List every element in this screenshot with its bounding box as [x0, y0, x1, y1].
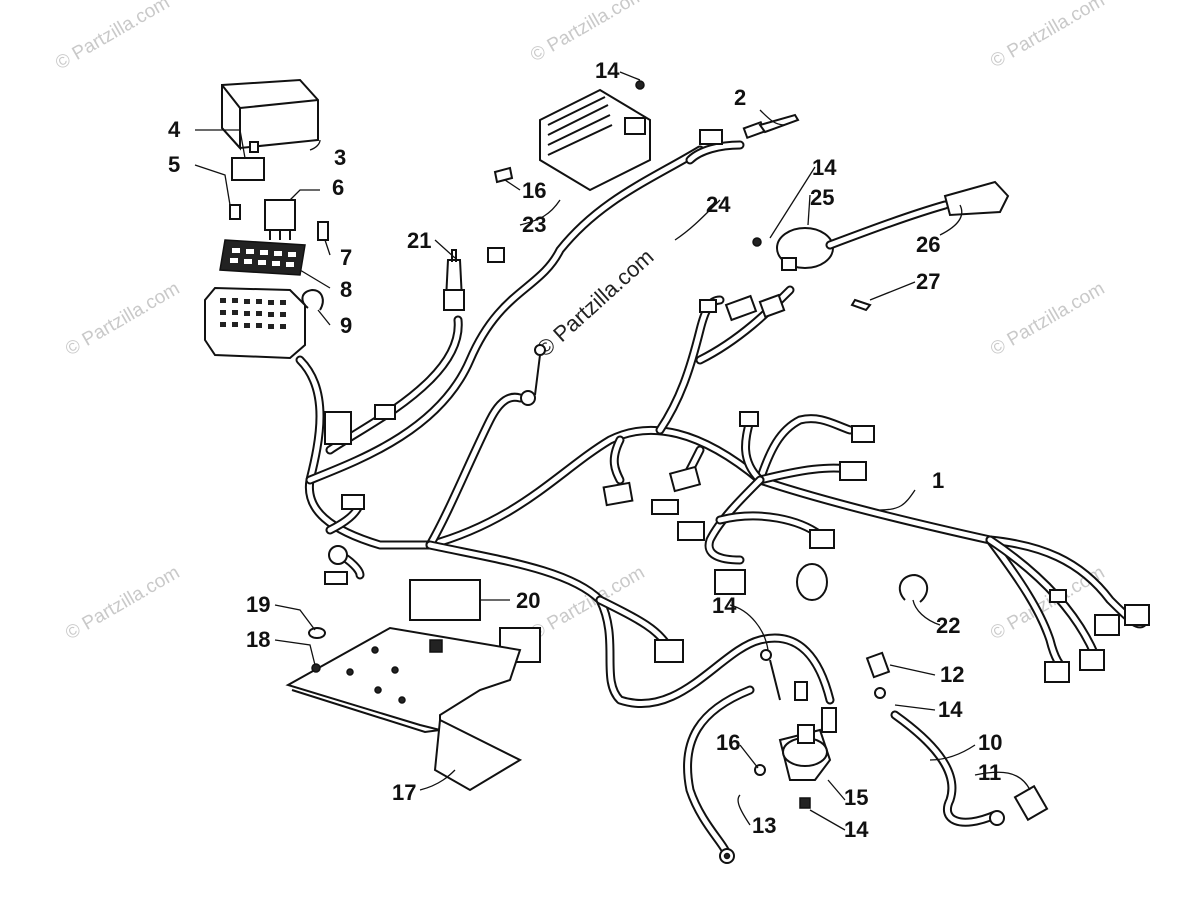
- callout-11[interactable]: 11: [978, 760, 1001, 785]
- callout-17[interactable]: 17: [392, 780, 416, 805]
- nut: [635, 80, 645, 90]
- callout-23[interactable]: 23: [522, 212, 546, 237]
- relay: [264, 199, 296, 231]
- callout-7[interactable]: 7: [340, 245, 352, 270]
- relay: [231, 157, 265, 181]
- callout-22[interactable]: 22: [936, 613, 960, 638]
- callout-12[interactable]: 12: [940, 662, 964, 687]
- callout-8[interactable]: 8: [340, 277, 352, 302]
- clamp: [898, 573, 929, 603]
- watermark: © Partzilla.com: [527, 0, 648, 66]
- ring-terminal: [989, 810, 1005, 826]
- watermark: © Partzilla.com: [987, 278, 1108, 360]
- callout-14[interactable]: 14: [844, 817, 869, 842]
- bolt: [311, 663, 321, 673]
- terminal-boot: [865, 651, 891, 679]
- callout-9[interactable]: 9: [340, 313, 352, 338]
- mounting-plate: [285, 579, 523, 792]
- callout-10[interactable]: 10: [978, 730, 1002, 755]
- fuse: [317, 221, 329, 241]
- fuse-box-cover: [221, 78, 319, 150]
- ground-terminal: [520, 344, 546, 406]
- callout-labels: 1 2 3 4 5 6 7 8 9 10 11 12 13 14 14 14 1…: [168, 58, 1002, 842]
- fuse-box-assembly: [204, 78, 329, 360]
- fuse: [229, 204, 241, 220]
- label-sheet: [433, 718, 523, 792]
- callout-25[interactable]: 25: [810, 185, 834, 210]
- handlebar-grip: [943, 180, 1010, 217]
- terminal-boot: [1013, 784, 1049, 822]
- callout-21[interactable]: 21: [407, 228, 431, 253]
- control-module: [409, 579, 481, 621]
- callout-14[interactable]: 14: [595, 58, 620, 83]
- connectors: [324, 247, 1150, 822]
- callout-18[interactable]: 18: [246, 627, 270, 652]
- callout-24[interactable]: 24: [706, 192, 731, 217]
- callout-14[interactable]: 14: [938, 697, 963, 722]
- callout-6[interactable]: 6: [332, 175, 344, 200]
- callout-27[interactable]: 27: [916, 269, 940, 294]
- leader-lines: [194, 71, 1031, 831]
- callout-14[interactable]: 14: [712, 593, 737, 618]
- fuse-block: [204, 286, 306, 360]
- grommet: [308, 627, 326, 639]
- callout-26[interactable]: 26: [916, 232, 940, 257]
- voltage-regulator: [493, 80, 800, 192]
- watermark: © Partzilla.com: [62, 278, 183, 360]
- callout-19[interactable]: 19: [246, 592, 270, 617]
- callout-13[interactable]: 13: [752, 813, 776, 838]
- screw: [493, 166, 514, 184]
- callout-16[interactable]: 16: [716, 730, 740, 755]
- battery-cables: [683, 659, 1005, 864]
- callout-1[interactable]: 1: [932, 468, 944, 493]
- fuse-label-sheet: [219, 239, 306, 276]
- callout-16[interactable]: 16: [522, 178, 546, 203]
- sensor: [443, 249, 465, 311]
- watermark: © Partzilla.com: [62, 562, 183, 644]
- callout-15[interactable]: 15: [844, 785, 868, 810]
- callout-3[interactable]: 3: [334, 145, 346, 170]
- callout-14[interactable]: 14: [812, 155, 837, 180]
- screw: [850, 298, 872, 312]
- callout-20[interactable]: 20: [516, 588, 540, 613]
- starter-solenoid: [754, 649, 837, 809]
- watermark: © Partzilla.com: [987, 0, 1108, 72]
- callout-5[interactable]: 5: [168, 152, 180, 177]
- callout-2[interactable]: 2: [734, 85, 746, 110]
- watermark: © Partzilla.com: [52, 0, 173, 74]
- callout-4[interactable]: 4: [168, 117, 181, 142]
